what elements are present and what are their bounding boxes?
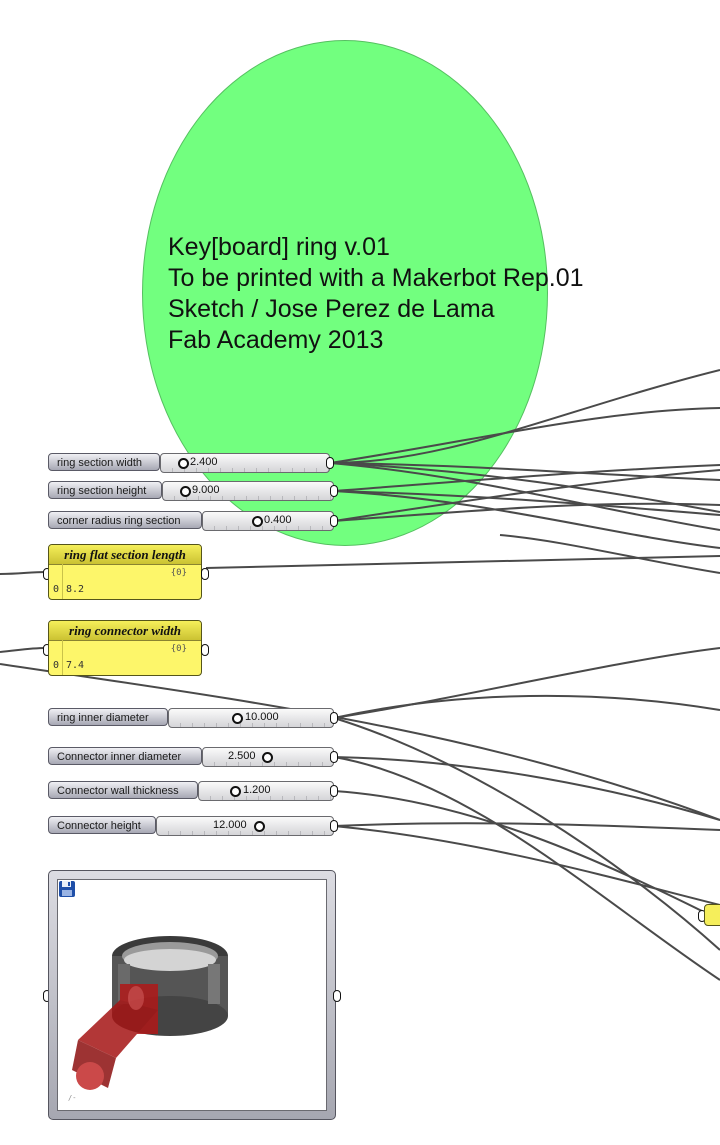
slider-label: ring inner diameter bbox=[48, 708, 168, 726]
slider-grip[interactable] bbox=[230, 786, 241, 797]
slider-grip[interactable] bbox=[180, 486, 191, 497]
output-port[interactable] bbox=[330, 785, 338, 797]
panel-ring-connector-width[interactable]: ring connector width {0} 0 7.4 bbox=[48, 620, 202, 676]
scribble-note: Key[board] ring v.01 To be printed with … bbox=[168, 232, 584, 356]
slider-label: Connector inner diameter bbox=[48, 747, 202, 765]
panel-index: 0 bbox=[53, 584, 60, 595]
wire bbox=[333, 694, 720, 719]
output-port[interactable] bbox=[201, 568, 209, 580]
panel-path: {0} bbox=[170, 568, 187, 578]
output-port[interactable] bbox=[333, 990, 341, 1002]
slider-connector-wall-thickness[interactable]: Connector wall thickness 1.200 bbox=[48, 781, 338, 801]
slider-value: 9.000 bbox=[192, 484, 220, 496]
slider-corner-radius[interactable]: corner radius ring section 0.400 bbox=[48, 511, 338, 531]
wire bbox=[333, 822, 720, 831]
slider-grip[interactable] bbox=[178, 458, 189, 469]
output-port[interactable] bbox=[326, 457, 334, 469]
output-port[interactable] bbox=[330, 485, 338, 497]
wire bbox=[333, 647, 720, 719]
note-line: Sketch / Jose Perez de Lama bbox=[168, 295, 495, 323]
slider-grip[interactable] bbox=[252, 516, 263, 527]
wire bbox=[499, 534, 720, 574]
slider-value: 1.200 bbox=[243, 784, 271, 796]
slider-grip[interactable] bbox=[262, 752, 273, 763]
ring-preview: /‑ bbox=[68, 936, 228, 1102]
slider-label: ring section height bbox=[48, 481, 162, 499]
wire bbox=[333, 756, 720, 981]
slider-value: 2.500 bbox=[228, 750, 256, 762]
panel-title: ring flat section length bbox=[49, 545, 201, 565]
viewer-screen: /‑ bbox=[57, 879, 327, 1111]
panel-value: 8.2 bbox=[66, 584, 85, 595]
output-port[interactable] bbox=[330, 712, 338, 724]
slider-label: Connector height bbox=[48, 816, 156, 834]
note-line: Fab Academy 2013 bbox=[168, 326, 384, 354]
panel-index: 0 bbox=[53, 660, 60, 671]
slider-grip[interactable] bbox=[254, 821, 265, 832]
slider-ring-inner-diameter[interactable]: ring inner diameter 10.000 bbox=[48, 708, 338, 728]
output-port[interactable] bbox=[330, 515, 338, 527]
slider-value: 10.000 bbox=[245, 711, 279, 723]
slider-label: ring section width bbox=[48, 453, 160, 471]
wire bbox=[333, 717, 720, 951]
panel-divider bbox=[62, 564, 63, 599]
output-port[interactable] bbox=[201, 644, 209, 656]
slider-label: Connector wall thickness bbox=[48, 781, 198, 799]
wire bbox=[333, 790, 720, 921]
slider-label: corner radius ring section bbox=[48, 511, 202, 529]
note-line: Key[board] ring v.01 bbox=[168, 233, 390, 261]
slider-connector-height[interactable]: Connector height 12.000 bbox=[48, 816, 338, 836]
wire bbox=[0, 647, 47, 653]
slider-grip[interactable] bbox=[232, 713, 243, 724]
panel-divider bbox=[62, 640, 63, 675]
slider-value: 0.400 bbox=[264, 514, 292, 526]
model-viewer[interactable]: /‑ bbox=[48, 870, 336, 1120]
wire bbox=[205, 555, 720, 569]
panel-value: 7.4 bbox=[66, 660, 85, 671]
output-port[interactable] bbox=[330, 751, 338, 763]
wire bbox=[0, 571, 47, 575]
slider-connector-inner-diameter[interactable]: Connector inner diameter 2.500 bbox=[48, 747, 338, 767]
panel-path: {0} bbox=[170, 644, 187, 654]
wire bbox=[333, 825, 720, 906]
offscreen-component[interactable] bbox=[704, 904, 720, 926]
axis-gizmo: /‑ bbox=[68, 1094, 76, 1102]
wire bbox=[333, 756, 720, 821]
note-line: To be printed with a Makerbot Rep.01 bbox=[168, 264, 584, 292]
output-port[interactable] bbox=[330, 820, 338, 832]
slider-value: 12.000 bbox=[213, 819, 247, 831]
panel-title: ring connector width bbox=[49, 621, 201, 641]
slider-ring-section-width[interactable]: ring section width 2.400 bbox=[48, 453, 334, 473]
save-icon[interactable] bbox=[58, 880, 76, 898]
slider-ring-section-height[interactable]: ring section height 9.000 bbox=[48, 481, 338, 501]
slider-value: 2.400 bbox=[190, 456, 218, 468]
panel-ring-flat-section-length[interactable]: ring flat section length {0} 0 8.2 bbox=[48, 544, 202, 600]
